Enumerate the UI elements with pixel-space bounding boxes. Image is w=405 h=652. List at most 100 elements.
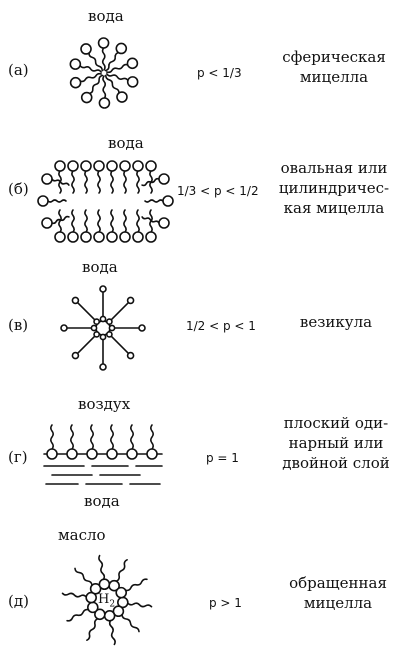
polar-head <box>80 43 92 55</box>
outer-head <box>138 324 146 332</box>
surfactant-tail <box>104 51 120 72</box>
polar-head <box>115 42 128 55</box>
polar-head <box>106 231 118 243</box>
surfactant-tail <box>88 74 104 95</box>
outer-head <box>99 363 107 371</box>
condition-c: 1/2 < p < 1 <box>186 319 256 333</box>
polar-head <box>93 231 105 243</box>
surfactant-tail <box>70 424 74 450</box>
surfactant-tail <box>115 559 128 582</box>
description-e-line-1: обращенная <box>289 574 387 592</box>
chain <box>76 301 96 321</box>
polar-head <box>116 91 128 103</box>
description-d-line-1: плоский оди- <box>283 414 389 432</box>
polar-head <box>97 37 110 49</box>
description-b-line-3: кая мицелла <box>283 199 385 217</box>
surfactant-tail <box>124 578 148 592</box>
surfactant-tail <box>97 170 101 194</box>
surfactant-tail <box>98 554 106 581</box>
description-c: везикула <box>286 312 386 332</box>
description-b-line-2: цилиндричес- <box>278 179 390 197</box>
medium-label-e: масло <box>58 526 106 544</box>
surfactant-tail <box>51 178 70 186</box>
polar-head <box>115 586 128 599</box>
surfactant-tail <box>50 424 54 450</box>
polar-head <box>132 231 144 243</box>
polar-head <box>98 578 111 591</box>
polar-head <box>80 231 92 243</box>
polar-head <box>126 76 139 88</box>
description-c-line-1: везикула <box>299 313 373 331</box>
polar-head <box>66 448 78 460</box>
description-b: овальная или цилиндричес- кая мицелла <box>266 158 402 218</box>
polar-head <box>119 231 131 243</box>
surfactant-tail <box>97 209 101 233</box>
surfactant-tail <box>66 608 90 622</box>
polar-head <box>126 448 138 460</box>
description-e-line-2: мицелла <box>303 594 373 612</box>
spherical-micelle-drawing <box>69 37 139 109</box>
outer-head <box>71 296 80 305</box>
surfactant-tail <box>79 64 102 73</box>
outer-head <box>60 324 68 332</box>
polar-head <box>89 582 102 595</box>
description-a-line-1: сферическая <box>282 48 386 66</box>
polar-head <box>86 448 98 460</box>
surfactant-tail <box>110 424 114 450</box>
description-b-line-1: овальная или <box>280 159 388 177</box>
surfactant-tail <box>61 592 87 598</box>
surfactant-tail <box>51 215 70 225</box>
inner-head <box>99 315 107 323</box>
surfactant-tail <box>101 47 106 71</box>
polar-head <box>80 91 93 104</box>
polar-head <box>106 448 118 460</box>
surfactant-tail <box>79 72 102 83</box>
outer-head <box>126 351 135 360</box>
condition-d: p = 1 <box>206 451 239 465</box>
polar-head <box>86 601 99 614</box>
surfactant-tail <box>105 74 120 94</box>
polar-head <box>112 605 125 618</box>
surfactant-tail <box>141 177 160 187</box>
polar-head <box>54 160 66 172</box>
medium-label-b: вода <box>108 134 144 152</box>
description-a-line-2: мицелла <box>299 68 369 86</box>
medium-label-d-top: воздух <box>78 395 131 413</box>
surfactant-tail <box>130 424 134 450</box>
polar-head <box>162 195 174 207</box>
planar-layer-drawing <box>43 424 163 485</box>
polar-head <box>158 173 170 185</box>
polar-head <box>126 57 139 70</box>
polar-head <box>37 195 49 207</box>
polar-head <box>67 160 79 172</box>
vesicle-drawing <box>60 285 146 371</box>
row-label-c: (в) <box>8 316 29 334</box>
surfactant-tail <box>74 567 93 587</box>
outer-head <box>71 351 80 360</box>
description-d: плоский оди- нарный или двойной слой <box>272 413 400 473</box>
surfactant-tail <box>110 170 114 194</box>
surfactant-tail <box>150 424 154 450</box>
center-label-h2: H2 <box>98 592 115 610</box>
surfactant-tail <box>47 199 67 203</box>
surfactant-tail <box>88 52 103 72</box>
surfactant-tail <box>136 209 140 233</box>
outer-head <box>126 296 135 305</box>
surfactant-tail <box>136 170 140 194</box>
chain <box>110 335 130 355</box>
polar-head <box>41 173 53 185</box>
inner-head <box>90 324 98 332</box>
condition-e: p > 1 <box>209 596 242 610</box>
surfactant-tail <box>102 75 107 99</box>
polar-head <box>119 160 131 172</box>
polar-head <box>98 97 111 109</box>
surfactant-tail <box>141 216 160 224</box>
polar-head <box>145 231 157 243</box>
row-label-d: (г) <box>8 448 28 466</box>
medium-label-d-bottom: вода <box>84 492 120 510</box>
polar-head <box>158 217 170 229</box>
polar-head <box>69 76 82 89</box>
surfactant-tail <box>110 209 114 233</box>
surfactant-tail <box>106 63 129 74</box>
polar-head <box>106 160 118 172</box>
